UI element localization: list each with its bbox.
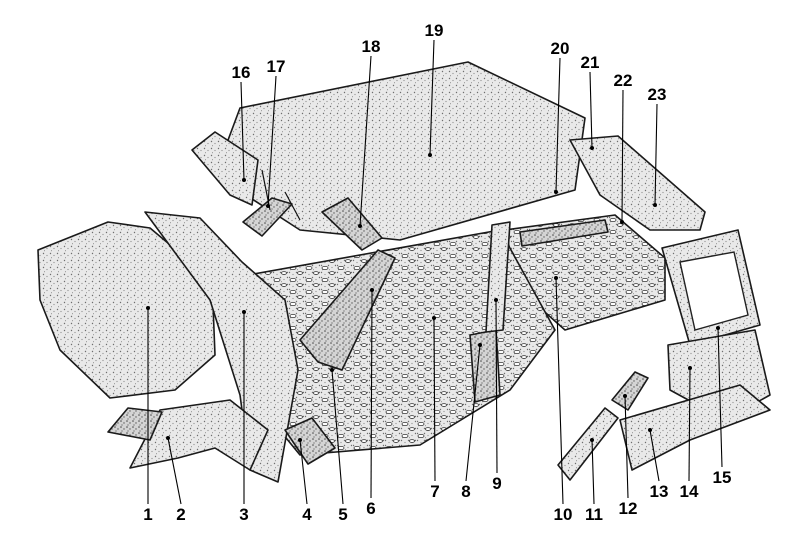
leader-line-21 xyxy=(589,71,593,149)
leader-dot-11 xyxy=(590,438,594,442)
leader-line-11 xyxy=(591,439,595,505)
leader-dot-21 xyxy=(590,146,594,150)
callout-1: 1 xyxy=(143,505,152,524)
leader-line-18 xyxy=(359,55,372,227)
leader-dot-9 xyxy=(494,298,498,302)
leader-line-22 xyxy=(621,89,624,223)
kick-panel xyxy=(284,417,336,465)
leader-dot-12 xyxy=(623,394,627,398)
leader-line-15 xyxy=(717,327,723,468)
rear-sill-trim xyxy=(557,407,619,481)
b-pillar-lower xyxy=(469,329,501,403)
leader-line-16 xyxy=(240,81,245,181)
callout-18: 18 xyxy=(362,37,381,56)
quarter-trim-small xyxy=(611,371,649,411)
leader-line-12 xyxy=(624,395,629,499)
roof-console xyxy=(321,197,383,251)
leader-dot-8 xyxy=(478,343,482,347)
leader-dot-17 xyxy=(266,204,270,208)
leader-dot-10 xyxy=(554,276,558,280)
leader-line-9 xyxy=(495,299,498,474)
callout-5: 5 xyxy=(338,505,347,524)
leader-line-10 xyxy=(555,277,564,505)
leader-dot-2 xyxy=(166,436,170,440)
leader-line-20 xyxy=(555,57,561,193)
leader-dot-19 xyxy=(428,153,432,157)
callout-21: 21 xyxy=(581,53,600,72)
leader-line-17 xyxy=(267,75,277,207)
callout-23: 23 xyxy=(648,85,667,104)
callout-12: 12 xyxy=(619,499,638,518)
leader-lines xyxy=(146,39,723,505)
leader-dot-13 xyxy=(648,428,652,432)
leader-dot-7 xyxy=(432,316,436,320)
callout-20: 20 xyxy=(551,39,570,58)
callout-7: 7 xyxy=(430,482,439,501)
leader-dot-14 xyxy=(688,366,692,370)
leader-line-19 xyxy=(429,39,435,156)
a-pillar-trim xyxy=(299,249,396,371)
callout-17: 17 xyxy=(267,57,286,76)
callout-16: 16 xyxy=(232,63,251,82)
rear-wheelhouse-pad xyxy=(619,384,771,471)
sunvisor-assembly xyxy=(191,131,301,237)
rear-quarter-upper xyxy=(569,135,706,231)
front-floor-carpet xyxy=(37,221,216,399)
front-wheelhouse xyxy=(129,399,269,471)
leader-line-4 xyxy=(299,439,308,505)
leader-dot-3 xyxy=(242,310,246,314)
callout-14: 14 xyxy=(680,482,699,501)
callout-8: 8 xyxy=(461,482,470,501)
callout-2: 2 xyxy=(176,505,185,524)
leader-line-2 xyxy=(167,437,182,505)
leader-line-7 xyxy=(433,317,436,482)
liftgate-trim xyxy=(661,229,761,346)
leader-dot-1 xyxy=(146,306,150,310)
leader-line-6 xyxy=(370,289,373,499)
callout-3: 3 xyxy=(239,505,248,524)
dash-insulator xyxy=(144,211,299,483)
leader-line-14 xyxy=(688,367,691,482)
leader-line-8 xyxy=(465,344,481,482)
c-pillar-trim xyxy=(519,219,609,247)
leader-dot-20 xyxy=(554,190,558,194)
front-floor-pad xyxy=(247,229,556,456)
leader-dot-15 xyxy=(716,326,720,330)
b-pillar-upper xyxy=(485,221,511,333)
callout-6: 6 xyxy=(366,499,375,518)
callout-19: 19 xyxy=(425,21,444,40)
leader-dot-18 xyxy=(358,224,362,228)
leader-dot-6 xyxy=(370,288,374,292)
callout-10: 10 xyxy=(554,505,573,524)
leader-line-5 xyxy=(331,369,344,505)
callout-22: 22 xyxy=(614,71,633,90)
callout-15: 15 xyxy=(713,468,732,487)
callout-13: 13 xyxy=(650,482,669,501)
callout-4: 4 xyxy=(302,505,312,524)
leader-dot-5 xyxy=(330,368,334,372)
leader-dot-23 xyxy=(653,203,657,207)
leader-dot-4 xyxy=(298,438,302,442)
leader-line-13 xyxy=(649,429,660,482)
callout-9: 9 xyxy=(492,474,501,493)
leader-dot-16 xyxy=(242,178,246,182)
leader-line-23 xyxy=(654,103,658,206)
callout-11: 11 xyxy=(585,505,603,524)
leader-dot-22 xyxy=(620,220,624,224)
